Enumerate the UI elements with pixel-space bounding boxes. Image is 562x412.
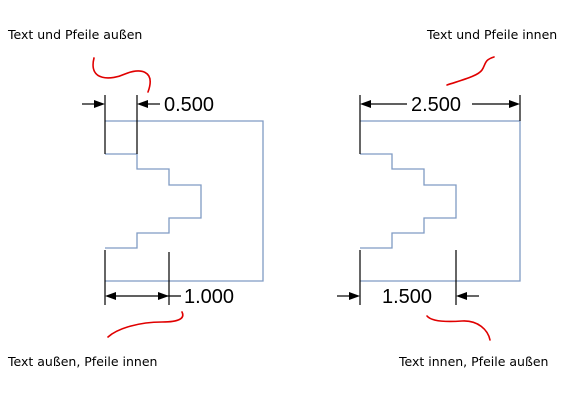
right-part <box>360 120 521 282</box>
arrow-left-top-a <box>94 100 105 108</box>
arrow-left-top-b <box>137 100 148 108</box>
right-part-outline <box>360 120 521 282</box>
caption-text-outside-arrows-inside: Text außen, Pfeile innen <box>7 354 157 369</box>
dimension-text-right-top: 2.500 <box>411 94 461 116</box>
arrow-right-top-a <box>360 100 371 108</box>
right-part-step-profile <box>360 153 457 249</box>
arrow-right-bottom-b <box>456 292 467 300</box>
caption-text-arrows-inside: Text und Pfeile innen <box>426 27 557 42</box>
left-part-step-profile <box>105 153 202 249</box>
left-part-outline <box>105 120 264 282</box>
annotation-squiggle-bottom-right <box>426 315 491 341</box>
annotation-squiggle-top-right <box>446 56 495 86</box>
arrow-left-bottom-a <box>105 292 116 300</box>
left-part <box>105 120 264 282</box>
dimension-left-top: 0.500 <box>82 94 214 154</box>
dimension-text-left-top: 0.500 <box>164 94 214 116</box>
dimension-text-left-bottom: 1.000 <box>184 286 234 308</box>
dimension-right-top: 2.500 <box>359 94 521 154</box>
arrow-left-bottom-b <box>158 292 169 300</box>
caption-text-arrows-outside: Text und Pfeile außen <box>7 27 142 42</box>
dimension-right-bottom: 1.500 <box>337 250 479 308</box>
annotation-squiggle-bottom-left <box>107 311 184 338</box>
dimension-text-right-bottom: 1.500 <box>382 286 432 308</box>
arrow-right-bottom-a <box>349 292 360 300</box>
caption-text-inside-arrows-outside: Text innen, Pfeile außen <box>398 354 548 369</box>
annotation-squiggle-top-left <box>92 57 151 93</box>
arrow-right-top-b <box>509 100 520 108</box>
dimension-left-bottom: 1.000 <box>104 250 234 308</box>
